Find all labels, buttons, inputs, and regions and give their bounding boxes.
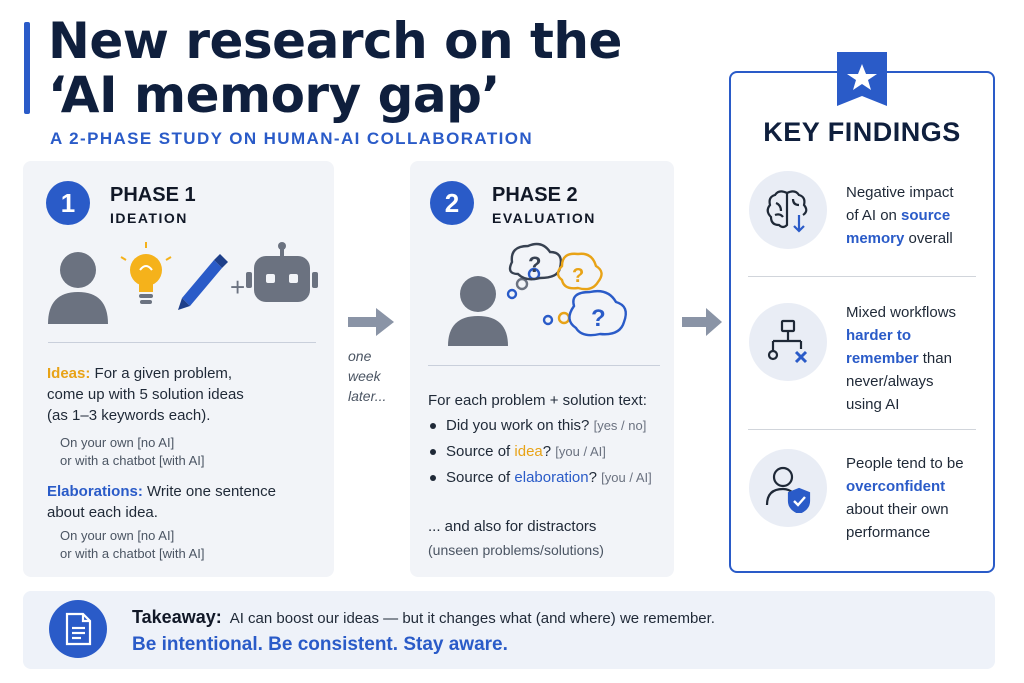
takeaway-banner	[23, 591, 995, 669]
f2-line-5: using AI	[846, 396, 900, 413]
key-findings-title: KEY FINDINGS	[763, 117, 961, 147]
phase-1-label: PHASE 1	[110, 184, 196, 206]
q2-post: ?	[542, 443, 552, 460]
ideas-text-1: For a given problem,	[94, 365, 233, 382]
pencil-icon	[178, 254, 228, 310]
title-line-1: New research on the	[48, 12, 622, 70]
f1-line-3b: overall	[908, 230, 953, 247]
takeaway-message: AI can boost our ideas — but it changes …	[229, 610, 715, 627]
elab-own-option: On your own [no AI]	[60, 528, 175, 543]
evaluation-intro: For each problem + solution text:	[428, 392, 647, 409]
f1-line-1: Negative impact	[846, 184, 954, 201]
star-ribbon-icon	[837, 52, 887, 106]
phase-2-illustration: ? ? ?	[448, 242, 627, 346]
ideas-own-option: On your own [no AI]	[60, 435, 175, 450]
elaborations-label: Elaborations:	[47, 483, 143, 500]
takeaway-badge	[49, 600, 107, 658]
finding-2-text: Mixed workflows harder to remember than …	[846, 301, 956, 416]
transition-line-2: week	[348, 368, 381, 384]
elab-text-2: about each idea.	[47, 504, 158, 521]
person-icon	[448, 276, 508, 346]
svg-text:?: ?	[572, 265, 584, 287]
page-title: New research on the ‘AI memory gap’	[48, 14, 622, 122]
takeaway-label: Takeaway:	[132, 607, 222, 627]
svg-text:?: ?	[591, 305, 606, 332]
f2-line-4: never/always	[846, 373, 934, 390]
finding-1-badge	[749, 171, 827, 249]
document-icon	[65, 612, 92, 646]
finding-3-badge	[749, 449, 827, 527]
finding-1-text: Negative impact of AI on source memory o…	[846, 181, 954, 250]
ideas-chatbot-option: or with a chatbot [with AI]	[60, 453, 205, 468]
distractors-note: (unseen problems/solutions)	[428, 542, 604, 558]
elab-chatbot-option: or with a chatbot [with AI]	[60, 546, 205, 561]
brain-icon	[766, 190, 808, 233]
ideas-label: Ideas:	[47, 365, 91, 382]
page-subtitle: A 2-PHASE STUDY ON HUMAN-AI COLLABORATIO…	[50, 129, 534, 148]
elaborations-description: Elaborations: Write one sentence	[47, 481, 276, 502]
phase-1-divider	[48, 342, 316, 343]
user-shield-icon	[765, 466, 811, 513]
takeaway-text: Takeaway: AI can boost our ideas — but it…	[132, 607, 715, 628]
question-item: Source of idea? [you / AI]	[428, 439, 652, 465]
question-item: Did you work on this? [yes / no]	[428, 413, 652, 439]
phase-1-number: 1	[46, 181, 90, 225]
title-accent-bar	[24, 22, 30, 114]
question-item: Source of elaboration? [you / AI]	[428, 465, 652, 491]
f1-line-3a: memory	[846, 230, 905, 247]
phase-1-panel	[23, 161, 334, 577]
person-icon	[48, 252, 108, 324]
f2-line-3b: than	[922, 350, 952, 367]
phase-1-sub: IDEATION	[110, 210, 188, 226]
f1-line-2a: of AI on	[846, 207, 897, 224]
ideas-description: Ideas: For a given problem,	[47, 363, 232, 384]
f3-line-3: about their own	[846, 501, 949, 518]
q3-key: elaboration	[514, 469, 589, 486]
distractors-text: ... and also for distractors	[428, 518, 597, 535]
ideas-text-3: (as 1–3 keywords each).	[47, 407, 211, 424]
title-line-2: ‘AI memory gap’	[48, 66, 500, 124]
lightbulb-icon	[120, 242, 172, 304]
q3-pre: Source of	[446, 469, 511, 486]
ideas-text-2: come up with 5 solution ideas	[47, 386, 244, 403]
transition-line-1: one	[348, 348, 372, 364]
finding-divider	[748, 276, 976, 277]
q3-post: ?	[588, 469, 597, 486]
q2-options: [you / AI]	[555, 444, 606, 459]
arrow-right-icon	[682, 308, 722, 336]
q2-key: idea	[514, 443, 543, 460]
takeaway-cta: Be intentional. Be consistent. Stay awar…	[132, 634, 508, 655]
question-bubble-icon: ? ? ?	[506, 242, 627, 337]
svg-text:?: ?	[528, 252, 541, 277]
phase-2-panel	[410, 161, 674, 577]
q1-text: Did you work on this?	[446, 417, 590, 434]
transition-text: one week later...	[348, 346, 386, 406]
plus-sign: +	[230, 272, 245, 302]
f2-line-2: harder to	[846, 327, 912, 344]
q1-options: [yes / no]	[593, 418, 647, 433]
f3-line-2: overconfident	[846, 478, 946, 495]
workflow-icon	[767, 319, 808, 364]
evaluation-questions: Did you work on this? [yes / no] Source …	[428, 413, 652, 491]
q3-options: [you / AI]	[601, 470, 652, 485]
f3-line-4: performance	[846, 524, 931, 541]
f3-line-1: People tend to be	[846, 455, 964, 472]
phase-2-label: PHASE 2	[492, 184, 578, 206]
robot-icon	[246, 242, 318, 302]
arrow-right-icon	[348, 308, 394, 336]
q2-pre: Source of	[446, 443, 511, 460]
phase-2-divider	[428, 365, 660, 366]
f2-line-3a: remember	[846, 350, 919, 367]
phase-2-number: 2	[430, 181, 474, 225]
finding-2-badge	[749, 303, 827, 381]
elab-text-1: Write one sentence	[147, 483, 276, 500]
phase-2-sub: EVALUATION	[492, 210, 596, 226]
phase-1-illustration: +	[48, 242, 318, 324]
f1-line-2b: source	[901, 207, 951, 224]
f2-line-1: Mixed workflows	[846, 304, 957, 321]
finding-divider	[748, 429, 976, 430]
finding-3-text: People tend to be overconfident about th…	[846, 452, 964, 544]
transition-line-3: later...	[348, 388, 387, 404]
